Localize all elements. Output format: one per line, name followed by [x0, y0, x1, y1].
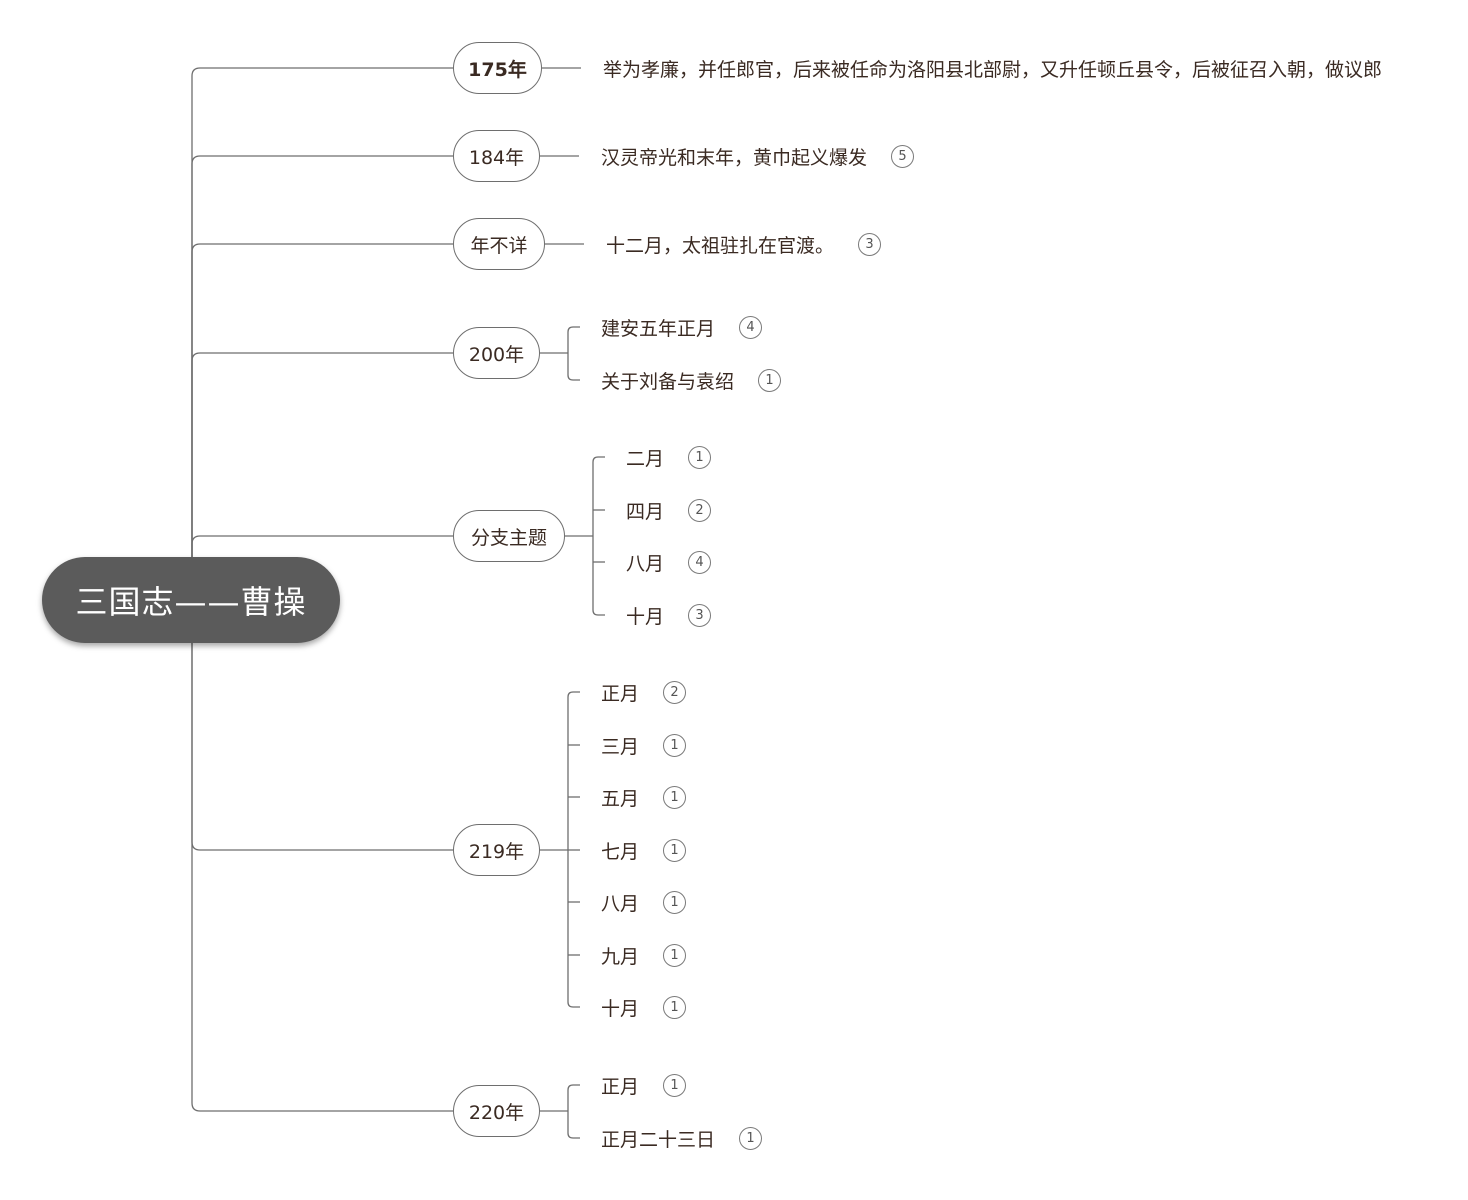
sub-topic-label: 十月 — [626, 605, 665, 628]
count-badge[interactable]: 1 — [739, 1126, 763, 1150]
trunk-connector — [191, 643, 453, 851]
count-badge[interactable]: 1 — [663, 995, 687, 1019]
count-badge[interactable]: 1 — [663, 890, 687, 914]
sub-topic[interactable]: 正月 2 — [601, 677, 687, 707]
sub-topic-label: 汉灵帝光和末年，黄巾起义爆发 — [601, 146, 868, 169]
count-badge[interactable]: 1 — [758, 368, 782, 392]
root-topic[interactable]: 三国志——曹操 — [42, 557, 340, 643]
branch-topic[interactable]: 184年 — [453, 130, 540, 182]
sub-topic[interactable]: 正月 1 — [601, 1070, 687, 1100]
count-badge[interactable]: 1 — [663, 785, 687, 809]
sub-topic[interactable]: 十月 1 — [601, 992, 687, 1022]
sub-topic-label: 八月 — [626, 552, 665, 575]
trunk-connector — [191, 67, 453, 557]
sub-topic[interactable]: 八月 4 — [626, 547, 712, 577]
branch-topic[interactable]: 200年 — [453, 327, 540, 379]
sub-topic-label: 正月二十三日 — [601, 1128, 716, 1151]
branch-topic[interactable]: 年不详 — [453, 218, 545, 270]
sub-topic-label: 举为孝廉，并任郎官，后来被任命为洛阳县北部尉，又升任顿丘县令，后被征召入朝，做议… — [603, 58, 1383, 81]
sub-topic[interactable]: 十二月，太祖驻扎在官渡。 3 — [606, 229, 882, 259]
child-bracket — [567, 326, 580, 381]
trunk-connector — [191, 643, 453, 1112]
branch-topic[interactable]: 分支主题 — [453, 510, 565, 562]
sub-topic[interactable]: 二月 1 — [626, 442, 712, 472]
trunk-connector — [191, 535, 453, 557]
sub-topic-label: 九月 — [601, 945, 640, 968]
sub-topic[interactable]: 正月二十三日 1 — [601, 1123, 763, 1153]
trunk-connector — [191, 243, 453, 557]
sub-topic[interactable]: 七月 1 — [601, 835, 687, 865]
sub-topic-label: 八月 — [601, 892, 640, 915]
sub-topic[interactable]: 九月 1 — [601, 940, 687, 970]
branch-topic[interactable]: 220年 — [453, 1085, 540, 1137]
count-badge[interactable]: 1 — [663, 733, 687, 757]
branch-topic[interactable]: 175年 — [453, 42, 542, 94]
count-badge[interactable]: 3 — [858, 232, 882, 256]
sub-topic-label: 正月 — [601, 1075, 640, 1098]
sub-topic[interactable]: 举为孝廉，并任郎官，后来被任命为洛阳县北部尉，又升任顿丘县令，后被征召入朝，做议… — [603, 53, 1382, 83]
count-badge[interactable]: 1 — [688, 445, 712, 469]
count-badge[interactable]: 4 — [739, 315, 763, 339]
sub-topic[interactable]: 十月 3 — [626, 600, 712, 630]
sub-topic[interactable]: 五月 1 — [601, 782, 687, 812]
sub-topic[interactable]: 八月 1 — [601, 887, 687, 917]
sub-topic-label: 三月 — [601, 735, 640, 758]
count-badge[interactable]: 1 — [663, 838, 687, 862]
sub-topic[interactable]: 汉灵帝光和末年，黄巾起义爆发 5 — [601, 141, 915, 171]
child-bracket — [567, 1084, 580, 1139]
sub-topic-label: 十二月，太祖驻扎在官渡。 — [606, 234, 835, 257]
sub-topic-label: 五月 — [601, 787, 640, 810]
sub-topic[interactable]: 关于刘备与袁绍 1 — [601, 365, 782, 395]
sub-topic[interactable]: 四月 2 — [626, 495, 712, 525]
sub-topic-label: 关于刘备与袁绍 — [601, 370, 735, 393]
sub-topic-label: 二月 — [626, 447, 665, 470]
sub-topic-label: 十月 — [601, 997, 640, 1020]
count-badge[interactable]: 3 — [688, 603, 712, 627]
sub-topic[interactable]: 三月 1 — [601, 730, 687, 760]
sub-topic-label: 四月 — [626, 500, 665, 523]
trunk-connector — [191, 352, 453, 557]
child-bracket — [592, 456, 605, 616]
sub-topic-label: 正月 — [601, 682, 640, 705]
count-badge[interactable]: 5 — [891, 144, 915, 168]
count-badge[interactable]: 1 — [663, 1073, 687, 1097]
sub-topic[interactable]: 建安五年正月 4 — [601, 312, 763, 342]
sub-topic-label: 七月 — [601, 840, 640, 863]
count-badge[interactable]: 1 — [663, 943, 687, 967]
count-badge[interactable]: 2 — [663, 680, 687, 704]
sub-topic-label: 建安五年正月 — [601, 317, 716, 340]
count-badge[interactable]: 2 — [688, 498, 712, 522]
branch-topic[interactable]: 219年 — [453, 824, 540, 876]
trunk-connector — [191, 155, 453, 557]
count-badge[interactable]: 4 — [688, 550, 712, 574]
